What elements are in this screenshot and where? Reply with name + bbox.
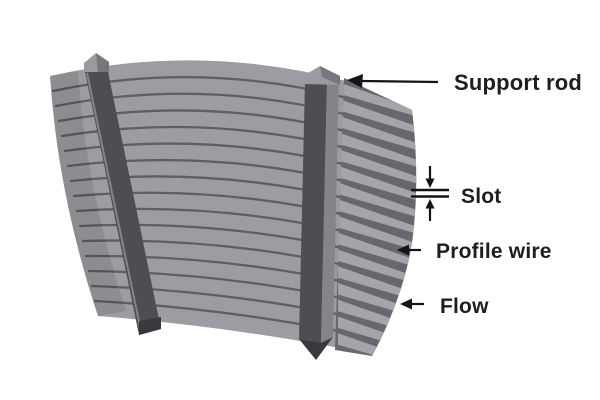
- wedge-wire-top-face: [338, 182, 417, 219]
- profile-wire-label: Profile wire: [436, 240, 552, 263]
- support-rod-label: Support rod: [454, 70, 582, 95]
- wedge-wire-top-face: [338, 82, 417, 119]
- rod-highlight-edge: [86, 72, 142, 332]
- support-rod-left: [84, 53, 161, 335]
- wedge-wire-top-face: [338, 199, 417, 236]
- rod-bottom-tip: [139, 317, 161, 335]
- rod-body: [299, 82, 327, 343]
- support-rod-right: [299, 66, 340, 360]
- slot-arrow-down-icon: [425, 178, 435, 188]
- rod-cap-facet: [96, 53, 109, 74]
- flow-callout: Flow: [400, 295, 489, 318]
- wire-end-faces: [50, 71, 126, 316]
- flow-arrow-icon: [400, 298, 412, 310]
- wedge-wire-top-face: [338, 149, 417, 186]
- wedge-wire-top-face: [338, 165, 417, 203]
- wedge-wire-top-face: [338, 115, 417, 152]
- rod-cap-facet: [320, 66, 340, 85]
- profile-wire-arrow-icon: [397, 244, 409, 256]
- wedge-wire-top-face: [338, 216, 417, 253]
- wedge-wire-top-face: [338, 232, 417, 270]
- annotations: Support rod Slot Profile wire Flow: [347, 70, 582, 318]
- support-rod-arrow-icon: [347, 74, 363, 88]
- screen-front-face: [50, 60, 350, 350]
- wedge-wire-top-face: [338, 350, 417, 356]
- support-rod-callout: Support rod: [347, 70, 582, 95]
- slot-arrow-up-icon: [425, 199, 435, 209]
- profile-wire-callout: Profile wire: [397, 240, 552, 263]
- wedge-wire-top-face: [338, 132, 417, 169]
- rod-side-face: [321, 78, 339, 343]
- slot-callout: Slot: [411, 166, 501, 221]
- wedge-wire-top-face: [338, 98, 417, 136]
- support-rod-arrow-line: [359, 79, 439, 84]
- rod-body: [85, 72, 161, 335]
- rod-bottom-tip: [299, 337, 333, 360]
- wedge-top-faces: [338, 82, 417, 356]
- wedge-wire-edge: [335, 78, 417, 356]
- slot-label: Slot: [461, 185, 501, 208]
- flow-label: Flow: [440, 295, 489, 318]
- wedge-wire-top-face: [338, 249, 417, 286]
